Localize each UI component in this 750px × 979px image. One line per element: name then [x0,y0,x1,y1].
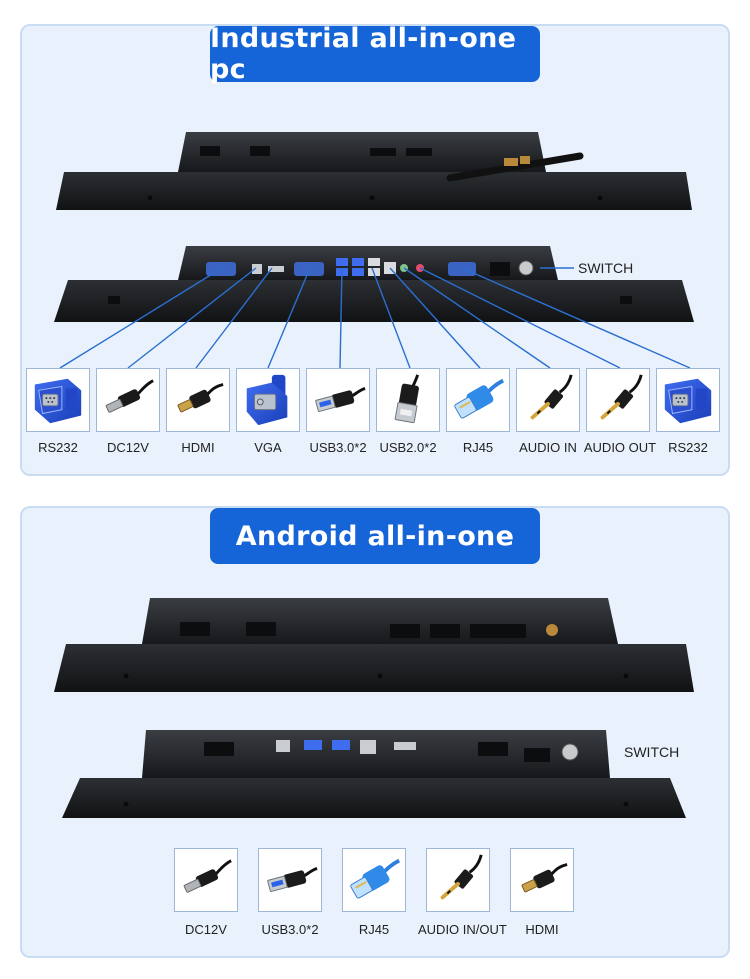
rj45-ethernet-icon [345,851,403,909]
port-label: VGA [254,440,282,455]
usb3-plug-icon [309,371,367,429]
tile-audio-out [586,368,650,432]
vga-connector-icon [239,371,297,429]
usb3-plug-icon [261,851,319,909]
port-label: DC12V [185,922,227,937]
dc-power-plug-icon [99,371,157,429]
tile-hdmi [510,848,574,912]
port-label: AUDIO IN/OUT [418,922,507,937]
port-label: AUDIO OUT [583,440,657,455]
tile-rj45 [342,848,406,912]
industrial-pc-rear-view [54,246,694,322]
tile-audio-in-out [426,848,490,912]
android-side-view [54,598,694,692]
dc-power-plug-icon [177,851,235,909]
usb2-plug-icon [379,371,437,429]
tile-hdmi [166,368,230,432]
audio-jack-icon [429,851,487,909]
tile-usb3 [258,848,322,912]
industrial-pc-side-view [56,132,692,210]
db9-serial-connector-icon [659,371,717,429]
tile-dc12v [174,848,238,912]
tile-usb2 [376,368,440,432]
android-title: Android all-in-one [210,508,540,564]
port-label: RJ45 [358,922,390,937]
rj45-ethernet-icon [449,371,507,429]
hdmi-cable-icon [513,851,571,909]
port-label: RS232 [38,440,78,455]
switch-label: SWITCH [578,260,634,276]
android-rear-view [62,730,686,818]
port-label: RJ45 [462,440,494,455]
port-label: USB3.0*2 [261,922,319,937]
hdmi-cable-icon [169,371,227,429]
port-label: RS232 [668,440,708,455]
tile-rs232-left [26,368,90,432]
audio-jack-icon [589,371,647,429]
tile-rj45 [446,368,510,432]
tile-dc12v [96,368,160,432]
tile-vga [236,368,300,432]
port-label: USB3.0*2 [309,440,367,455]
switch-label: SWITCH [624,744,680,760]
industrial-pc-title: Industrial all-in-one pc [210,23,540,85]
db9-serial-connector-icon [29,371,87,429]
port-label: USB2.0*2 [379,440,437,455]
tile-usb3 [306,368,370,432]
port-label: HDMI [525,922,559,937]
tile-rs232-right [656,368,720,432]
port-label: DC12V [107,440,149,455]
tile-audio-in [516,368,580,432]
port-label: HDMI [181,440,215,455]
audio-jack-icon [519,371,577,429]
port-label: AUDIO IN [519,440,577,455]
